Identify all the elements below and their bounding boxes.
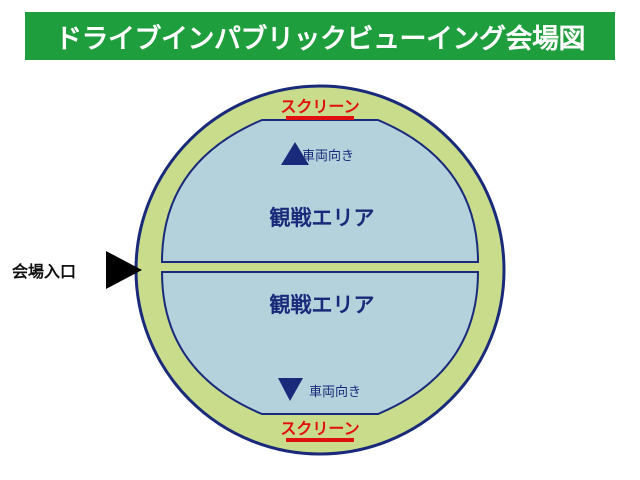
triangle-up-icon: [281, 142, 309, 165]
page-title: ドライブインパブリックビューイング会場図: [55, 23, 586, 55]
viewing-area-top: [160, 119, 480, 263]
screen-bar-top: [286, 116, 354, 120]
screen-bar-bottom: [286, 438, 354, 442]
viewing-area-label-bottom: 観戦エリア: [270, 293, 375, 317]
screen-label-bottom: スクリーン: [280, 419, 359, 438]
entrance-label: 会場入口: [12, 262, 77, 281]
triangle-down-icon: [278, 378, 303, 401]
entrance-arrow-icon: [106, 251, 142, 289]
vehicle-direction-label-top: 車両向き: [302, 148, 354, 164]
viewing-area-bottom: [160, 271, 480, 415]
vehicle-direction-label-bottom: 車両向き: [309, 384, 361, 400]
screen-label-top: スクリーン: [280, 97, 359, 116]
viewing-area-label-top: 観戦エリア: [270, 206, 375, 230]
title-bar: ドライブインパブリックビューイング会場図: [25, 12, 615, 60]
